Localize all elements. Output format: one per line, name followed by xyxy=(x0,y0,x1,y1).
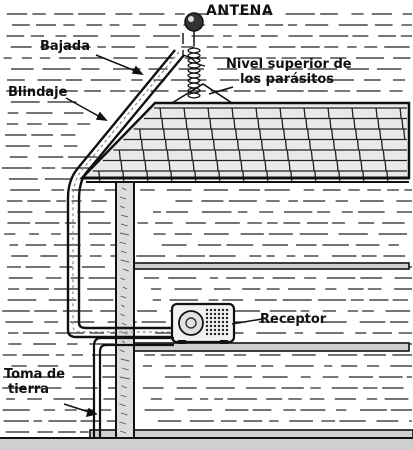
house-wall xyxy=(115,181,135,439)
parasite-level-line1: Nivel superior de xyxy=(226,57,352,72)
parasite-level-label: Nivel superior de los parásitos xyxy=(226,57,352,87)
down-lead-label: Bajada xyxy=(40,39,90,54)
ground-label-line1: Toma de xyxy=(4,367,66,382)
ground-label: Toma de tierra xyxy=(4,367,66,397)
parasite-level-line2: los parásitos xyxy=(240,71,334,87)
ground-wire xyxy=(92,336,174,438)
roof xyxy=(79,101,411,183)
shielded-down-lead xyxy=(66,49,185,339)
parasite-level-peak xyxy=(171,83,233,104)
ground-label-line2: tierra xyxy=(8,381,50,397)
receiver-device xyxy=(170,302,236,344)
receiver-label: Receptor xyxy=(260,312,327,327)
antenna-label: ANTENA xyxy=(206,3,274,19)
floor-slabs xyxy=(0,262,413,450)
label-leaders xyxy=(63,54,263,418)
antenna xyxy=(182,12,206,99)
roof-tiles xyxy=(92,107,407,182)
shielding-label: Blindaje xyxy=(8,85,68,100)
